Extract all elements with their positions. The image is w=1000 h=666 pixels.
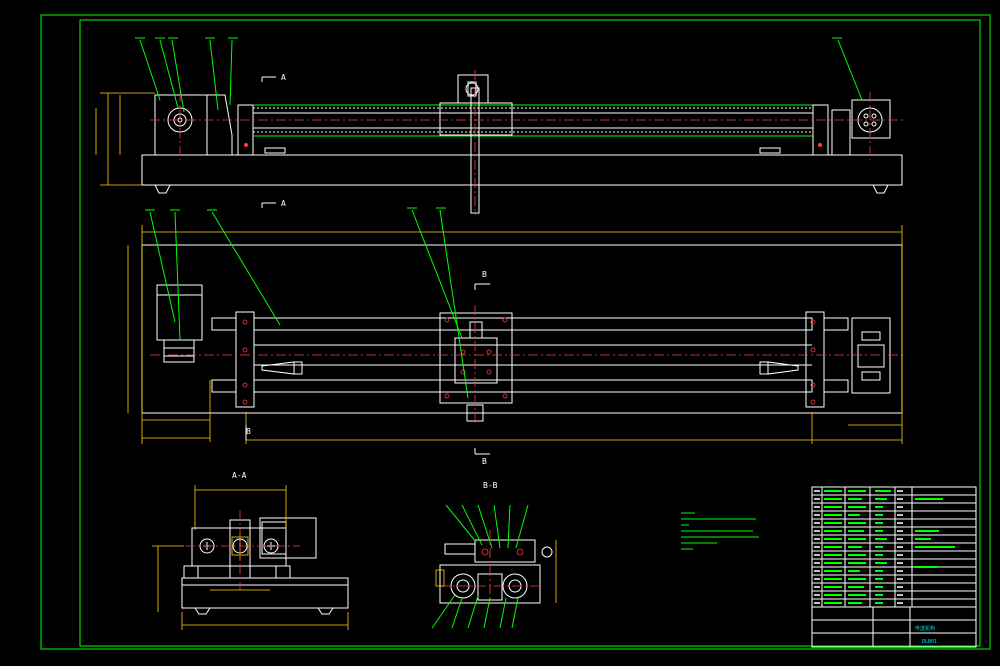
section-b-label-top: B	[482, 270, 487, 279]
section-a-label-top: A	[281, 73, 286, 82]
drawing-code: DLB01	[922, 639, 937, 645]
drawing-name: 传送机构	[915, 625, 935, 632]
section-bb-title: B-B	[483, 481, 498, 490]
section-aa-title: A-A	[232, 471, 247, 480]
section-a-label-bottom: A	[281, 199, 286, 208]
section-b-label-side: B	[246, 427, 251, 436]
front-view: A A	[95, 37, 905, 215]
title-block: 传送机构 DLB01	[811, 486, 977, 648]
technical-notes	[681, 512, 759, 550]
sheet-border	[40, 14, 991, 650]
section-aa-view: A-A	[152, 471, 349, 630]
section-bb-view: B-B	[431, 481, 557, 629]
section-b-label-bottom: B	[482, 457, 487, 466]
top-view: B B B	[127, 207, 905, 466]
